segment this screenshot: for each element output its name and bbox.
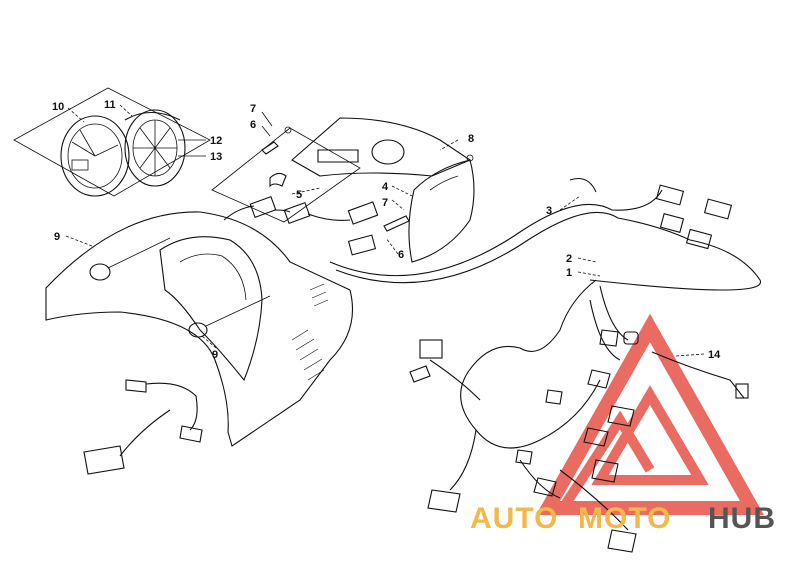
gauge-assembly (13, 87, 211, 197)
watermark-word-moto: MOTO (578, 502, 671, 535)
callout-3: 3 (546, 205, 552, 217)
callout-6-lower: 6 (398, 249, 404, 261)
upper-connectors (211, 126, 410, 256)
leader-lines (65, 104, 705, 357)
watermark-text: AUTO MOTO HUB (470, 502, 776, 535)
callout-11: 11 (104, 99, 116, 111)
callout-12: 12 (210, 135, 222, 147)
watermark-logo (535, 313, 765, 515)
callout-7-lower: 7 (382, 197, 388, 209)
wiring-harness (329, 177, 762, 553)
callout-labels: 10 11 12 13 7 6 5 8 4 7 6 9 9 3 2 1 14 (52, 99, 721, 361)
callout-9-upper: 9 (54, 231, 60, 243)
callout-1: 1 (566, 267, 572, 279)
front-fairing (45, 211, 354, 475)
callout-6-upper: 6 (250, 119, 256, 131)
callout-2: 2 (566, 253, 572, 265)
callout-5: 5 (296, 189, 302, 201)
headlight-housing (291, 117, 475, 263)
watermark-word-auto: AUTO (470, 502, 558, 535)
callout-9-lower: 9 (212, 349, 218, 361)
callout-8: 8 (468, 133, 474, 145)
watermark-word-hub: HUB (708, 502, 776, 535)
callout-4: 4 (382, 181, 389, 193)
callout-10: 10 (52, 101, 64, 113)
callout-13: 13 (210, 151, 222, 163)
callout-7: 7 (250, 103, 256, 115)
callout-14: 14 (708, 349, 721, 361)
